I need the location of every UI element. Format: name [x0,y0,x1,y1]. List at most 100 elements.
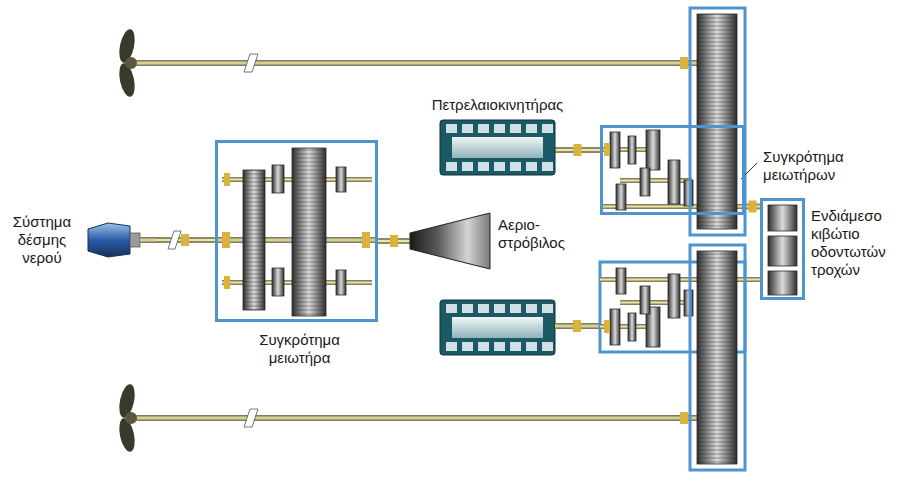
node-label: Ενδιάμεσο κιβώτιο οδοντωτών τροχών [811,207,905,279]
shaft-bearing [224,276,230,289]
water-jet-node: Σύστημα δέσμης νερού [4,205,155,275]
water-jet-nozzle [88,223,130,257]
engine-cylinder [510,162,521,171]
shaft-coupling [574,144,582,156]
engine-cylinder [526,304,537,313]
gear-wheel [768,271,797,295]
pinion-gear [272,268,284,296]
label-group: Συγκρότημα μειωτήρα [235,331,365,367]
pinion-gear [336,167,346,192]
gear-wheel [640,286,650,314]
propeller-hub [125,57,137,69]
engine-cylinder [478,342,489,351]
gear-wheel [628,136,636,164]
engine-cylinder [446,342,457,351]
gear-teeth [697,14,737,229]
shaft-coupling [573,320,581,332]
reduction-gear-box: Συγκρότημα μειωτήρων [600,125,745,215]
engine-cylinder [446,124,457,133]
gear-wheel [768,236,797,266]
engine-cylinder [478,162,489,171]
node-label: Αεριο- στρόβιλος [498,216,582,252]
engine-cylinder [542,342,553,351]
gear-teeth [697,251,737,464]
engine-cylinder [494,124,505,133]
intermediate-gearbox: Ενδιάμεσο κιβώτιο οδοντωτών τροχών [760,198,805,300]
node-label: Συγκρότημα μειωτήρων [763,148,868,184]
gear-shaft [620,300,692,305]
engine-panel [452,317,543,338]
engine-cylinder [494,304,505,313]
drive-shaft [140,237,155,243]
node-label: Σύστημα δέσμης νερού [4,213,80,267]
shaft-bearing [604,320,610,333]
shaft-bearing [680,57,688,69]
diesel-engine-body [440,120,555,175]
shaft-break [168,231,181,249]
gear-wheel [668,160,680,204]
engine-cylinder [526,342,537,351]
gear-wheel [628,313,636,341]
gear-teeth [292,148,326,316]
engine-cylinder [478,304,489,313]
engine-cylinder [526,124,537,133]
gear-wheel [616,184,626,210]
gear-wheel [768,205,797,231]
gear-shaft [620,178,692,183]
label-group: Ενδιάμεσο κιβώτιο οδοντωτών τροχών [811,207,905,279]
drive-shaft-connector [555,144,600,156]
gear-wheel [610,309,620,345]
engine-cylinder [478,124,489,133]
gear-wheel [292,148,326,316]
engine-cylinder [494,162,505,171]
bull-gear [697,14,737,229]
node-label: Συγκρότημα μειωτήρα [235,331,365,367]
label-group: Πετρελαιοκινητήρας [432,96,564,114]
engine-cylinder [510,304,521,313]
gear-housing-outline [690,245,745,470]
shaft-coupling [749,201,757,213]
gear-wheel [646,130,660,170]
gas-turbine-casing [410,213,490,269]
drive-shaft-connector [378,235,410,247]
gear-wheel [640,168,650,196]
label-group: Συγκρότημα μειωτήρων [763,148,868,184]
pinion-gear [272,165,284,193]
propeller-hub [125,412,137,424]
gear-wheel [616,268,626,294]
drive-shaft-connector [155,234,215,246]
shaft-coupling [390,235,398,247]
engine-cylinder [446,162,457,171]
pinion-gear [336,270,346,295]
shaft-bearing [222,232,230,248]
diesel-engine-body [440,300,555,355]
engine-panel [452,137,543,158]
diesel-engine-node: Πετρελαιοκινητήρας [440,120,555,175]
shaft-bearing [224,173,230,186]
gear-wheel [610,132,620,168]
shaft-break [244,54,258,72]
gear-housing-outline [690,8,745,235]
drive-shaft-connector [745,201,760,213]
engine-cylinder [446,304,457,313]
shaft-coupling [181,234,189,246]
engine-cylinder [542,124,553,133]
propeller-shaft [133,415,697,421]
shaft-bearing [604,143,610,156]
node-label: Πετρελαιοκινητήρας [432,96,564,114]
engine-cylinder [542,162,553,171]
engine-cylinder [526,162,537,171]
engine-cylinder [510,342,521,351]
reduction-gear-box: Συγκρότημα μειωτήρα [215,140,378,322]
engine-cylinder [462,162,473,171]
label-group: Αεριο- στρόβιλος [498,216,582,252]
engine-cylinder [462,304,473,313]
engine-cylinder [510,124,521,133]
label-group: Σύστημα δέσμης νερού [4,213,80,267]
shaft-bearing [680,412,688,424]
shaft-bearing [362,232,370,248]
propeller-shaft [133,60,697,66]
engine-cylinder [462,124,473,133]
